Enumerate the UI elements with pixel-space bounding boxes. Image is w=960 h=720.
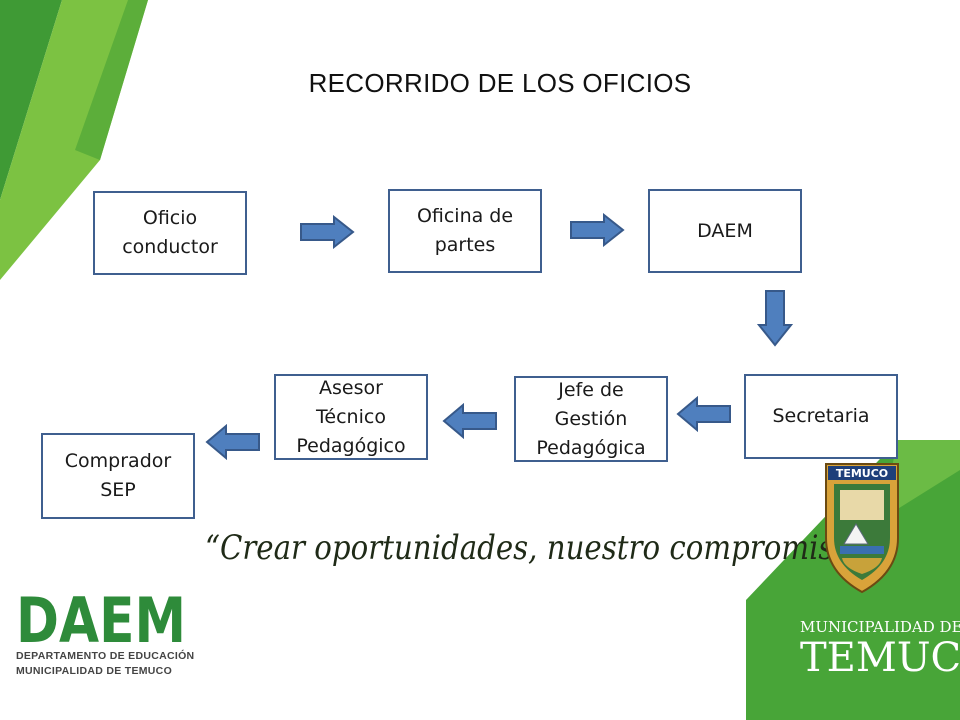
- node-asesor-tecnico-pedagogico: Asesor Técnico Pedagógico: [274, 374, 428, 460]
- daem-subtitle-line1: DEPARTAMENTO DE EDUCACIÓN: [16, 650, 195, 662]
- slogan: “Crear oportunidades, nuestro compromiso…: [205, 528, 866, 568]
- node-asesor-tecnico-label: Asesor Técnico Pedagógico: [296, 376, 406, 457]
- page-title: RECORRIDO DE LOS OFICIOS: [308, 68, 692, 98]
- green-corner-highlight: [880, 440, 960, 520]
- left-arrow-icon: [205, 424, 260, 460]
- temuco-crest-icon: TEMUCO: [825, 463, 899, 594]
- daem-logo: DAEM: [16, 590, 186, 648]
- node-daem-label: DAEM: [697, 219, 753, 242]
- node-comprador-sep-label: Comprador SEP: [64, 450, 172, 501]
- left-arrow-icon: [676, 396, 731, 432]
- left-arrow-icon: [442, 403, 497, 439]
- node-daem: DAEM: [648, 189, 802, 273]
- node-secretaria-label: Secretaria: [772, 405, 870, 427]
- right-arrow-icon: [570, 213, 625, 247]
- node-jefe-de-gestion-label: Jefe de Gestión Pedagógica: [536, 378, 646, 459]
- daem-wordmark: DAEM: [16, 590, 186, 648]
- right-arrow-icon: [300, 215, 355, 249]
- node-oficina-de-partes-label: Oficina de partes: [416, 205, 514, 256]
- down-arrow-icon: [757, 290, 793, 347]
- municipalidad-line2: TEMUCO: [800, 635, 960, 681]
- municipalidad-line1: MUNICIPALIDAD DE: [800, 618, 960, 636]
- node-oficina-de-partes: Oficina de partes: [388, 189, 542, 273]
- node-jefe-de-gestion-pedagogica: Jefe de Gestión Pedagógica: [514, 376, 668, 462]
- node-oficio-conductor-label: Oficio conductor: [122, 207, 218, 258]
- crest-banner-text: TEMUCO: [836, 467, 888, 480]
- node-comprador-sep: Comprador SEP: [41, 433, 195, 519]
- node-oficio-conductor: Oficio conductor: [93, 191, 247, 275]
- node-secretaria: Secretaria: [744, 374, 898, 459]
- green-band-mid: [75, 0, 148, 160]
- daem-subtitle-line2: MUNICIPALIDAD DE TEMUCO: [16, 665, 173, 677]
